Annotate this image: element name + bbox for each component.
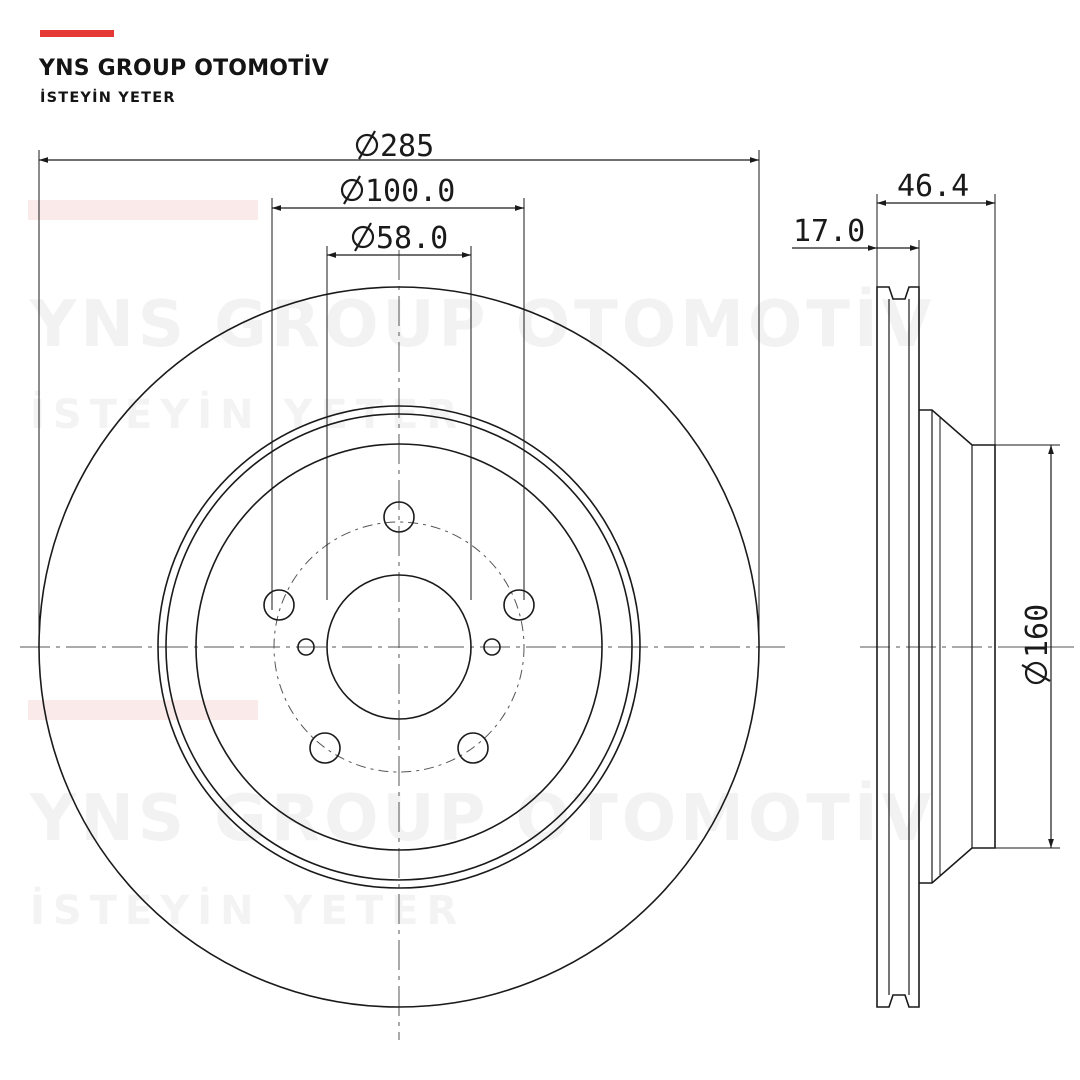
- side-view: [792, 194, 1075, 1008]
- disc-cross-section: [876, 286, 920, 1008]
- label-center-bore: 58.0: [376, 221, 448, 256]
- hat-ring: [165, 413, 633, 881]
- label-bolt-circle: 100.0: [365, 174, 455, 209]
- hat-inner-ring: [195, 443, 603, 851]
- watermark-bar: [28, 700, 258, 720]
- diameter-symbol-icon: [1021, 661, 1051, 685]
- hat-profile: [919, 409, 996, 884]
- bolt-hole: [263, 589, 295, 621]
- brand-accent-bar: [40, 30, 114, 37]
- center-bore: [326, 574, 472, 720]
- label-hat-diameter: 160: [1020, 604, 1055, 658]
- watermark-bar: [28, 200, 258, 220]
- pin-hole: [297, 638, 315, 656]
- bolt-hole: [457, 732, 489, 764]
- front-view: [20, 150, 785, 1040]
- bolt-circle: [273, 521, 525, 773]
- brand-tagline: İSTEYİN YETER: [40, 90, 176, 106]
- diameter-symbol-icon: [351, 222, 375, 252]
- label-thickness: 17.0: [793, 214, 865, 249]
- hat-outer-ring: [157, 405, 641, 889]
- diameter-symbol-icon: [355, 130, 379, 160]
- brand-name: YNS GROUP OTOMOTİV: [39, 56, 330, 81]
- bolt-hole: [309, 732, 341, 764]
- diameter-symbol-icon: [340, 175, 364, 205]
- label-outer-diameter: 285: [380, 129, 434, 164]
- bolt-hole: [383, 501, 415, 533]
- pin-hole: [483, 638, 501, 656]
- label-total-height: 46.4: [897, 169, 969, 204]
- dimension-labels: 285 100.0 58.0 46.4 17.0 160: [340, 129, 1055, 685]
- bolt-hole: [503, 589, 535, 621]
